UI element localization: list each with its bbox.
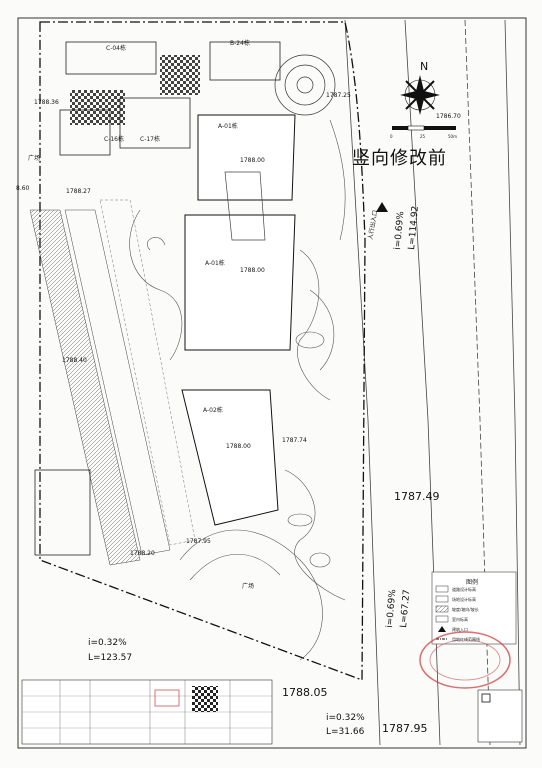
slope-bottom-i: i=0.32% [326, 713, 365, 723]
legend-item-4: 室内标高 [452, 616, 468, 622]
elev-a01-north: 1788.00 [240, 157, 265, 164]
building-c04-label: C-04栋 [106, 44, 126, 52]
plaza-label-left: 广场 [28, 154, 40, 162]
building-c17-label: C-17栋 [140, 135, 160, 143]
title-block [21, 679, 523, 745]
elev-1786-70: 1786.70 [436, 113, 461, 120]
legend-item-2: 场地设计标高 [452, 596, 476, 602]
building-a02 [181, 389, 279, 526]
slope-right-bottom-l: L=67.27 [399, 589, 412, 628]
elev-left-edge: 8.60 [16, 185, 30, 192]
legend-title: 图例 [466, 578, 478, 586]
elev-1787-74: 1787.74 [282, 437, 307, 444]
building-c16-label: C-16栋 [104, 135, 124, 143]
slope-right-bottom-i: i=0.69% [385, 588, 398, 628]
elev-1788-20: 1788.20 [130, 550, 155, 557]
elev-1787-95-a: 1787.95 [186, 538, 211, 545]
north-arrow-icon [400, 75, 440, 115]
company-block [477, 689, 523, 743]
qr-code [192, 686, 218, 712]
slope-bottom-l: L=31.66 [326, 727, 365, 737]
pedestrian-entrance-icon [376, 202, 388, 212]
site-boundary-line [39, 21, 366, 681]
drawing-frame [17, 17, 527, 749]
scale-bar [392, 125, 456, 131]
legend-item-3: 坡度/坡向/坡长 [452, 606, 479, 612]
elev-1788-27: 1788.27 [66, 188, 91, 195]
north-label: N [420, 60, 428, 73]
elev-a01-main: 1788.00 [240, 267, 265, 274]
scale-50: 50m [448, 134, 457, 139]
legend-item-6: 用地红线范围线 [452, 636, 480, 642]
building-a01-main [184, 214, 296, 351]
building-b24-label: B-24栋 [230, 39, 250, 47]
approval-stamp [419, 631, 511, 689]
building-a01-north [197, 114, 296, 201]
slope-left-i: i=0.32% [88, 638, 127, 648]
elev-a02: 1788.00 [226, 443, 251, 450]
building-a02-label: A-02栋 [203, 406, 223, 414]
elev-1787-49: 1787.49 [394, 490, 440, 503]
company-logo-icon [481, 693, 491, 703]
elev-1787-95-b: 1787.95 [382, 722, 428, 735]
elev-1787-25: 1787.25 [326, 92, 351, 99]
circular-plaza [274, 54, 336, 116]
elev-1788-40: 1788.40 [62, 357, 87, 364]
slope-right-top-i: i=0.69% [393, 210, 406, 250]
red-seal [154, 689, 180, 707]
paving-pattern-center [160, 55, 200, 95]
legend-item-5: 建筑入口 [452, 626, 468, 632]
paving-pattern-left [70, 90, 125, 125]
building-a01-label: A-01栋 [205, 259, 225, 267]
elev-1788-36: 1788.36 [34, 99, 59, 106]
building-a01-label-top: A-01栋 [218, 122, 238, 130]
slope-right-top-l: L=114.92 [407, 206, 421, 251]
slope-left-l: L=123.57 [88, 653, 132, 663]
scale-0: 0 [390, 134, 393, 139]
drawing-title: 竖向修改前 [352, 148, 447, 169]
legend-item-1: 道路设计标高 [452, 586, 476, 592]
parking-strip [29, 199, 196, 566]
pedestrian-entrance-label: 人行出入口 [366, 209, 379, 240]
plaza-label-bottom: 广场 [242, 582, 254, 590]
scale-25: 25 [420, 134, 426, 139]
elev-1788-05: 1788.05 [282, 686, 328, 699]
connector-plaza [224, 171, 266, 241]
